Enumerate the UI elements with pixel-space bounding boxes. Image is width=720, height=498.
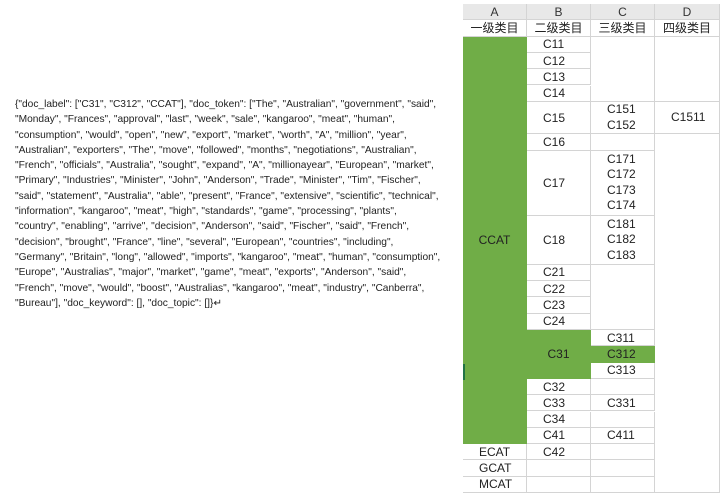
level2-c41[interactable]: C41 xyxy=(527,427,591,445)
level2-c14[interactable]: C14 xyxy=(527,85,591,102)
level3-c331[interactable]: C331 xyxy=(591,395,655,412)
level2-c18[interactable]: C18 xyxy=(527,215,591,265)
level3-empty-c21-c24[interactable] xyxy=(591,264,655,330)
level3-c17-line-4: C174 xyxy=(607,198,636,213)
column-letter-b[interactable]: B xyxy=(527,4,591,21)
level3-empty-c16[interactable] xyxy=(591,134,655,151)
column-letter-a[interactable]: A xyxy=(463,4,527,21)
level3-c18-line-3: C183 xyxy=(607,247,636,262)
level2-c23[interactable]: C23 xyxy=(527,297,591,314)
column-letter-d[interactable]: D xyxy=(655,4,720,21)
level2-c34[interactable]: C34 xyxy=(527,411,591,428)
level1-mcat[interactable]: MCAT xyxy=(463,476,527,493)
level3-c311[interactable]: C311 xyxy=(591,330,655,347)
level3-c18-line-1: C181 xyxy=(607,216,636,231)
level3-c15-line-2: C152 xyxy=(607,117,636,132)
level2-c12[interactable]: C12 xyxy=(527,52,591,70)
document-json-text: {"doc_label": ["C31", "C312", "CCAT"], "… xyxy=(15,99,441,309)
level2-c21[interactable]: C21 xyxy=(527,264,591,282)
level1-ecat[interactable]: ECAT xyxy=(463,444,527,461)
level3-c312[interactable]: C312 xyxy=(591,346,655,363)
level4-c1511-line-1: C1511 xyxy=(671,109,706,124)
level2-c16[interactable]: C16 xyxy=(527,134,591,151)
level3-empty-c42[interactable] xyxy=(591,444,655,461)
level3-c17-line-2: C172 xyxy=(607,167,636,182)
level4-empty-rest[interactable] xyxy=(655,134,720,493)
active-row-marker xyxy=(463,364,465,380)
header-level-3[interactable]: 三级类目 xyxy=(591,20,655,37)
level3-empty-tail-1[interactable] xyxy=(591,460,655,477)
level1-ccat[interactable]: CCAT xyxy=(463,36,527,445)
level3-empty-c32[interactable] xyxy=(591,378,655,396)
header-level-1[interactable]: 一级类目 xyxy=(463,20,527,37)
level3-c17-line-3: C173 xyxy=(607,182,636,197)
level3-empty-c11-c14[interactable] xyxy=(591,36,655,102)
level2-c24[interactable]: C24 xyxy=(527,313,591,330)
header-level-4[interactable]: 四级类目 xyxy=(655,20,720,37)
level2-c22[interactable]: C22 xyxy=(527,281,591,298)
level2-c11[interactable]: C11 xyxy=(527,36,591,53)
level2-c15[interactable]: C15 xyxy=(527,101,591,135)
level3-c18-line-2: C182 xyxy=(607,232,636,247)
level2-empty-1[interactable] xyxy=(527,444,591,461)
level3-empty-tail-2[interactable] xyxy=(591,476,655,493)
level2-c31[interactable]: C31 xyxy=(527,330,591,379)
level4-empty-top[interactable] xyxy=(655,36,720,102)
level3-c411[interactable]: C411 xyxy=(591,427,655,445)
level3-c15-line-1: C151 xyxy=(607,102,636,117)
level1-gcat[interactable]: GCAT xyxy=(463,460,527,477)
level4-c1511[interactable]: C1511 xyxy=(655,101,720,135)
level2-c32[interactable]: C32 xyxy=(527,378,591,396)
level2-c33[interactable]: C33 xyxy=(527,395,591,412)
level3-c17-line-1: C171 xyxy=(607,151,636,166)
column-letter-c[interactable]: C xyxy=(591,4,655,21)
level2-c17[interactable]: C17 xyxy=(527,150,591,216)
level2-empty-2[interactable] xyxy=(527,460,591,477)
level2-empty-3[interactable] xyxy=(527,476,591,493)
level3-c313[interactable]: C313 xyxy=(591,362,655,379)
level2-c13[interactable]: C13 xyxy=(527,69,591,86)
level3-empty-c34[interactable] xyxy=(591,411,655,428)
header-level-2[interactable]: 二级类目 xyxy=(527,20,591,37)
